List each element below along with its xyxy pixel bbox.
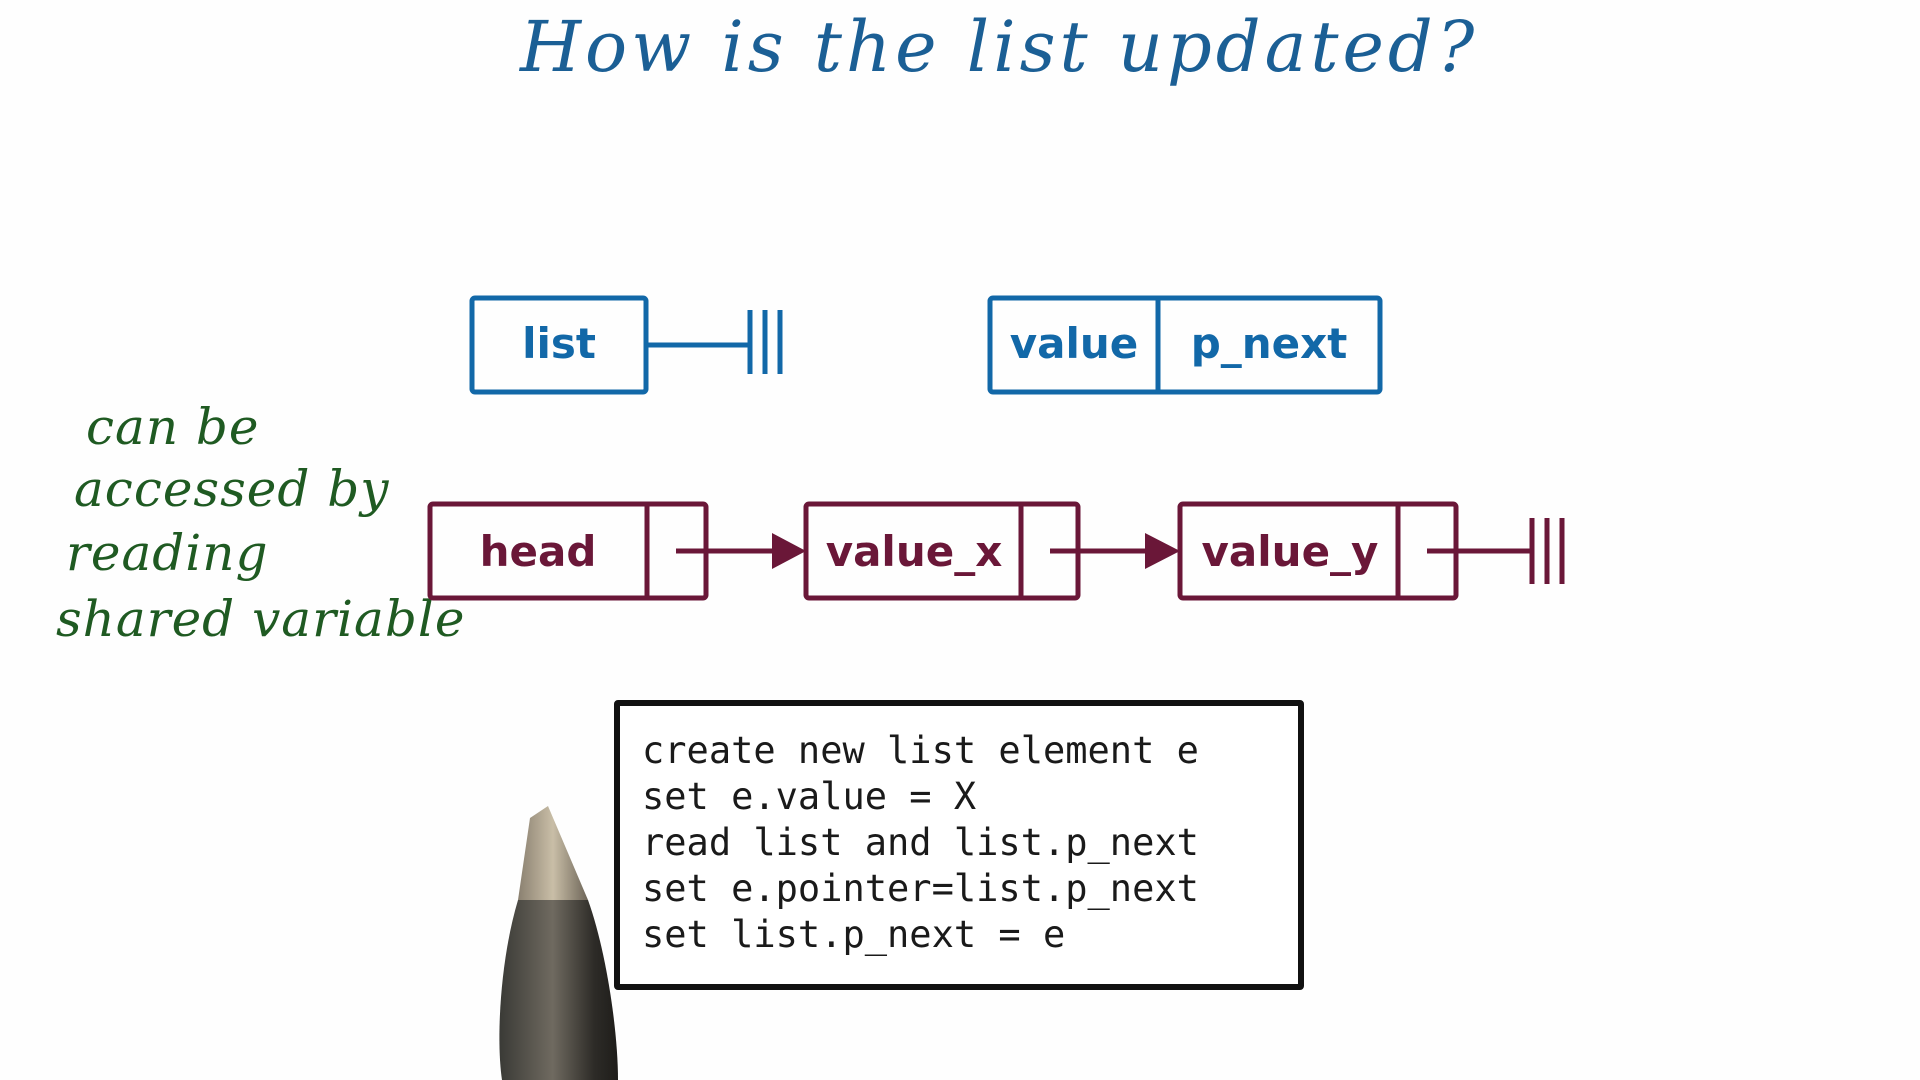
list-label: list bbox=[522, 319, 596, 368]
list-null-terminator-icon bbox=[747, 310, 783, 374]
value-y-null-link bbox=[1427, 518, 1565, 584]
pen-icon bbox=[499, 806, 618, 1080]
node-struct-box bbox=[987, 295, 1383, 395]
arrow-head-to-x bbox=[676, 533, 806, 569]
node-struct: value p_next bbox=[987, 295, 1383, 395]
side-note-line-3: reading bbox=[66, 524, 269, 582]
code-line-3: read list and list.p_next bbox=[642, 821, 1199, 864]
node-field-value: value bbox=[1010, 319, 1139, 368]
linked-list-node-head: head bbox=[427, 501, 709, 601]
node-field-p-next: p_next bbox=[1191, 319, 1348, 368]
arrow-x-to-y bbox=[1050, 533, 1180, 569]
arrowhead-icon bbox=[772, 533, 806, 569]
list-pointer-struct: list bbox=[469, 295, 783, 395]
node-label-head: head bbox=[480, 527, 597, 576]
linked-list-node-value-x: value_x bbox=[803, 501, 1081, 601]
node-label-value-x: value_x bbox=[826, 527, 1003, 576]
null-terminator-icon bbox=[1529, 518, 1565, 584]
code-line-4: set e.pointer=list.p_next bbox=[642, 867, 1199, 910]
linked-list-node-value-y: value_y bbox=[1177, 501, 1459, 601]
slide-title: How is the list updated? bbox=[520, 6, 1479, 88]
arrowhead-icon bbox=[1145, 533, 1180, 569]
code-line-1: create new list element e bbox=[642, 729, 1199, 772]
pseudocode-box: create new list element e set e.value = … bbox=[614, 700, 1304, 990]
node-label-value-y: value_y bbox=[1202, 527, 1379, 576]
side-note-line-2: accessed by bbox=[74, 460, 390, 518]
side-note-line-1: can be bbox=[86, 398, 260, 456]
side-note-line-4: shared variable bbox=[56, 590, 466, 648]
code-line-5: set list.p_next = e bbox=[642, 913, 1066, 956]
code-line-2: set e.value = X bbox=[642, 775, 977, 818]
